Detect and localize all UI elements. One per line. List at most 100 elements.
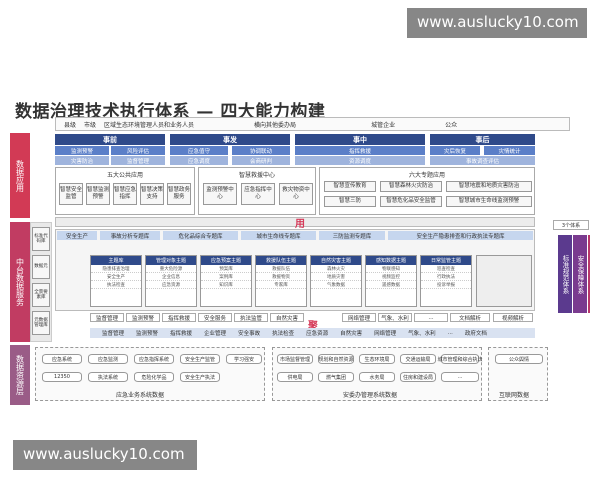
sys-item: 监测预警 xyxy=(136,331,159,337)
stage-sub: 灾害防治 xyxy=(55,156,109,165)
source-item: 燃气集团 xyxy=(318,372,354,382)
tool-item: 监督管理 xyxy=(90,313,124,322)
sys-item: 自然灾害 xyxy=(340,331,363,337)
theme-box-row: 投诉举报 xyxy=(421,281,471,289)
stage-sub: 风险评估 xyxy=(111,146,165,155)
app-item: 智慧应急指挥 xyxy=(113,183,137,205)
tool-item: 监测预警 xyxy=(126,313,160,322)
theme-box: 应急预案主题 预案库 案例库 知识库 xyxy=(200,255,252,307)
theme-box-row: 森林火灾 xyxy=(311,265,361,273)
tool-item: 气象、水利 xyxy=(378,313,412,322)
right-label-security: 安全保障体系 xyxy=(573,235,587,313)
stage-sub: 资源调度 xyxy=(295,156,425,165)
source-caption: 应急业务系统数据 xyxy=(116,392,165,399)
theme-box: 自然灾害主题 森林火灾 地质灾害 气象数据 xyxy=(310,255,362,307)
source-caption: 安委办管理系统数据 xyxy=(343,392,398,399)
theme-box-head: 救援队伍主题 xyxy=(256,256,306,265)
source-item: 供电局 xyxy=(277,372,313,382)
stage-sub: 灾后恢复 xyxy=(430,146,480,155)
source-item: 应急系统 xyxy=(42,354,82,364)
theme-box-row: 行政执法 xyxy=(421,273,471,281)
lib-item: 城市生命线专题库 xyxy=(241,231,316,240)
user-enterprise: 城管企业 xyxy=(371,121,396,129)
app-group-title: 六大专题应用 xyxy=(408,172,445,179)
sys-item: ... xyxy=(447,330,453,336)
sys-item: 监督管理 xyxy=(102,331,125,337)
theme-box-row: 专家库 xyxy=(256,281,306,289)
theme-box-head: 感知数据主题 xyxy=(366,256,416,265)
theme-box-row: 视频监控 xyxy=(366,273,416,281)
theme-box-row: 物联感知 xyxy=(366,265,416,273)
sys-item: 应急资源 xyxy=(306,331,329,337)
theme-box-row: 地质灾害 xyxy=(311,273,361,281)
source-item: 规划和自然资源 xyxy=(318,354,354,364)
stage-sub: 应急值守 xyxy=(170,146,228,155)
app-group-rescue-center: 智慧救援中心 监测预警中心 应急指挥中心 救灾物资中心 xyxy=(198,167,316,215)
lib-item: 三防监测专题库 xyxy=(319,231,385,240)
source-item: 交通运输局 xyxy=(400,354,436,364)
theme-box: 日常监管主题 巡查检查 行政执法 投诉举报 xyxy=(420,255,472,307)
app-item: 智慧决策支持 xyxy=(140,183,164,205)
app-item: 智慧三防 xyxy=(324,196,376,207)
theme-box-row: 案例库 xyxy=(201,273,251,281)
stage-sub: 指挥救援 xyxy=(295,146,425,155)
right-label-standard: 标准规范体系 xyxy=(558,235,572,313)
tool-item: ... xyxy=(414,313,448,322)
source-item: 12350 xyxy=(42,372,82,382)
app-item: 智慧政务服务 xyxy=(167,183,191,205)
theme-box: 感知数据主题 物联感知 视频监控 遥感数据 xyxy=(365,255,417,307)
stage-sub: 会商研判 xyxy=(232,156,290,165)
app-item: 智慧危化品安全监管 xyxy=(380,196,442,207)
app-item: 智慧地震和地质灾害防治 xyxy=(446,181,532,192)
source-caption: 互联网数据 xyxy=(499,392,530,399)
label-yong: 用 xyxy=(295,219,305,230)
right-label-ops xyxy=(588,235,590,313)
theme-box: 救援队伍主题 救援队伍 救援物资 专家库 xyxy=(255,255,307,307)
app-item: 监测预警中心 xyxy=(203,183,237,205)
source-item: ... xyxy=(441,372,479,382)
tool-item: 文档解析 xyxy=(450,313,490,322)
theme-box-row: 企业信息 xyxy=(146,273,196,281)
lib-item: 安全生产隐患排查和行政执法专题库 xyxy=(388,231,533,240)
theme-box-row: 执法检查 xyxy=(91,281,141,289)
source-item: 学习强安 xyxy=(226,354,262,364)
user-county: 县级 xyxy=(64,121,77,129)
source-item: 住房和建设局 xyxy=(400,372,436,382)
theme-box-head: 日常监管主题 xyxy=(421,256,471,265)
theme-box: 管理对象主题 重大危险源 企业信息 应急资源 xyxy=(145,255,197,307)
stage-sub: 协调联动 xyxy=(232,146,290,155)
theme-box-head: 自然灾害主题 xyxy=(311,256,361,265)
app-item: 智慧监测预警 xyxy=(86,183,110,205)
left-label-middle-platform: 中台数据服务 xyxy=(10,222,30,342)
tool-item: 安全服务 xyxy=(198,313,232,322)
source-business: 应急系统 应急监测 应急指挥系统 安全生产监管 学习强安 12350 执法系统 … xyxy=(35,347,265,401)
theme-box: 主题库 隐患排查治理 安全生产 执法检查 xyxy=(90,255,142,307)
sys-item: 指挥救援 xyxy=(170,331,193,337)
theme-box-head: 主题库 xyxy=(91,256,141,265)
sys-item: 政府文档 xyxy=(464,331,487,337)
user-public: 公众 xyxy=(445,121,458,129)
stage-during: 事中 xyxy=(295,134,425,145)
source-internet: 公众舆情 互联网数据 xyxy=(488,347,548,401)
theme-box-row: 气象数据 xyxy=(311,281,361,289)
lib-item: 安全生产 xyxy=(57,231,97,240)
theme-box-row: 巡查检查 xyxy=(421,265,471,273)
source-item: 安全生产监管 xyxy=(180,354,220,364)
theme-box-head: 管理对象主题 xyxy=(146,256,196,265)
app-item: 救灾物资中心 xyxy=(279,183,313,205)
user-other-bureau: 横向其他委办局 xyxy=(254,121,297,129)
app-group-public: 五大公共应用 智慧安全监管 智慧监测预警 智慧应急指挥 智慧决策支持 智慧政务服… xyxy=(55,167,195,215)
theme-box-row: 知识库 xyxy=(201,281,251,289)
lib-item: 危化品综合专题库 xyxy=(163,231,238,240)
sys-item: 安全事故 xyxy=(238,331,261,337)
stage-after: 事后 xyxy=(430,134,535,145)
app-group-title: 智慧救援中心 xyxy=(238,172,275,179)
left-label-application: 数据应用 xyxy=(10,133,30,218)
tool-item: 自然灾害 xyxy=(270,313,304,322)
theme-box-row: 救援物资 xyxy=(256,273,306,281)
left-label-data-resource: 数据资源层 xyxy=(10,345,30,405)
system-row: 监督管理 监测预警 指挥救援 企业管理 安全事故 执法检查 应急资源 自然灾害 … xyxy=(90,328,535,338)
mid-left-item: 标准代码库 xyxy=(32,227,50,251)
theme-box-row: 安全生产 xyxy=(91,273,141,281)
source-item: 危险化学品 xyxy=(134,372,174,382)
